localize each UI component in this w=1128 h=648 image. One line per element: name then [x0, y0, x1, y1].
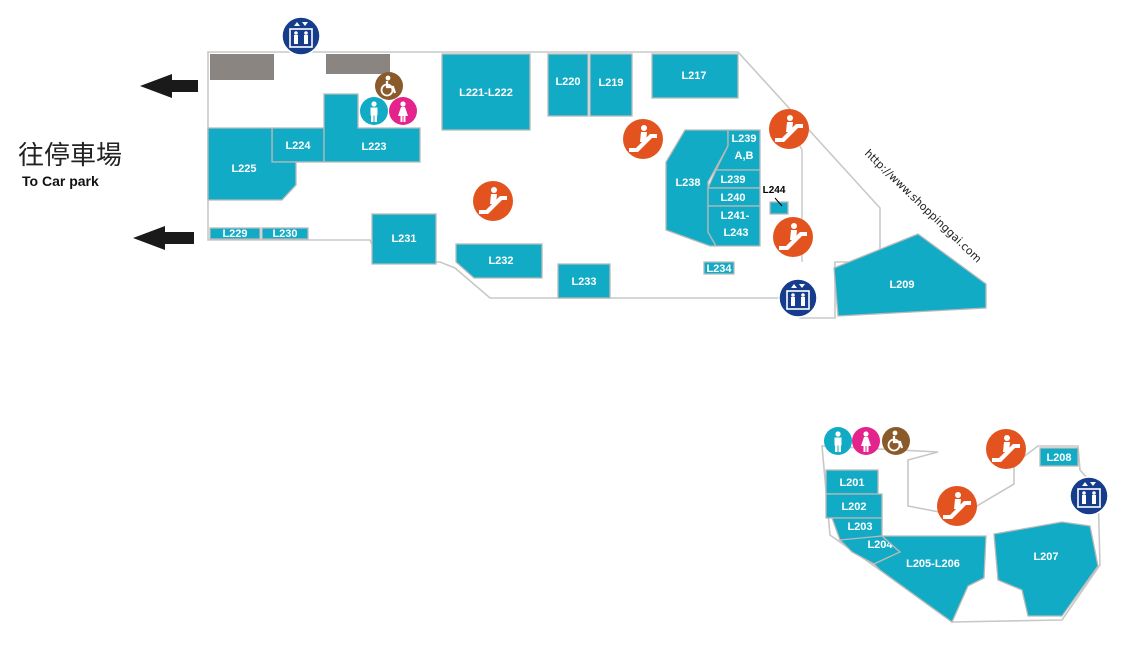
- shop-l241-l243-label-1: L241-: [721, 210, 750, 222]
- female-toilet-icon: [852, 427, 880, 455]
- lift-icon[interactable]: [1069, 476, 1109, 516]
- shop-l225-label: L225: [231, 163, 256, 175]
- shop-l208-label: L208: [1046, 452, 1071, 464]
- shop-l230-label: L230: [272, 228, 297, 240]
- male-toilet-icon: [360, 97, 388, 125]
- shop-l233-label: L233: [571, 276, 596, 288]
- shop-l240-label: L240: [720, 192, 745, 204]
- shop-l230[interactable]: [261, 227, 309, 240]
- shop-l232-label: L232: [488, 255, 513, 267]
- arrow-left-icon: [140, 74, 198, 98]
- escalator-icon[interactable]: [473, 181, 513, 221]
- shop-l244[interactable]: [769, 201, 789, 215]
- shop-l209[interactable]: [833, 233, 987, 317]
- shop-l207-label: L207: [1033, 551, 1058, 563]
- shop-l209-label: L209: [889, 279, 914, 291]
- shop-l244-label: L244: [763, 185, 786, 196]
- shop-l223-label: L223: [361, 141, 386, 153]
- shop-l239-ab-label-2: A,B: [735, 150, 754, 162]
- service-area-left: [210, 54, 274, 80]
- escalator-icon[interactable]: [769, 109, 809, 149]
- arrow-left-icon: [133, 226, 194, 250]
- shop-l223[interactable]: [323, 93, 421, 163]
- shop-l231-label: L231: [391, 233, 416, 245]
- shop-l221-l222-label: L221-L222: [459, 87, 513, 99]
- escalator-icon[interactable]: [937, 486, 977, 526]
- shop-l217-label: L217: [681, 70, 706, 82]
- shop-l229[interactable]: [209, 227, 261, 240]
- shop-l234-label: L234: [706, 263, 732, 275]
- shop-l205-l206[interactable]: [872, 535, 987, 623]
- shop-l229-label: L229: [222, 228, 247, 240]
- accessible-toilet-icon: [373, 70, 405, 102]
- accessible-toilet-icon: [880, 425, 912, 457]
- shop-l225[interactable]: [207, 127, 297, 201]
- shop-l219-label: L219: [598, 77, 623, 89]
- shop-l233[interactable]: [557, 263, 611, 299]
- shop-l234[interactable]: [703, 261, 735, 275]
- shop-l239-label: L239: [720, 174, 745, 186]
- shop-l202-label: L202: [841, 501, 866, 513]
- shop-l217[interactable]: [651, 53, 739, 99]
- escalator-icon[interactable]: [623, 119, 663, 159]
- shop-l238-label: L238: [675, 177, 700, 189]
- shop-l241-l243-label-2: L243: [723, 227, 748, 239]
- shop-l205-l206-label: L205-L206: [906, 558, 960, 570]
- shop-l239-ab-label-1: L239: [731, 133, 756, 145]
- shop-l221-l222[interactable]: [441, 53, 531, 131]
- shop-l220[interactable]: [547, 53, 589, 117]
- shop-l224-label: L224: [285, 140, 311, 152]
- shop-l207[interactable]: [993, 521, 1099, 617]
- shop-l219[interactable]: [589, 53, 633, 117]
- car-park-cjk-label: 往停車場: [18, 141, 122, 171]
- service-area-right: [326, 54, 390, 74]
- shop-l201-label: L201: [839, 477, 864, 489]
- shop-l232[interactable]: [455, 243, 543, 279]
- shop-l231[interactable]: [371, 213, 437, 265]
- shop-l241-l243[interactable]: [707, 205, 761, 247]
- car-park-en-label: To Car park: [22, 173, 99, 189]
- shop-l201[interactable]: [825, 469, 879, 495]
- male-toilet-icon: [824, 427, 852, 455]
- lift-icon[interactable]: [281, 16, 321, 56]
- female-toilet-icon: [389, 97, 417, 125]
- lift-icon[interactable]: [778, 278, 818, 318]
- escalator-icon[interactable]: [773, 217, 813, 257]
- shop-l202[interactable]: [825, 493, 883, 519]
- shop-l204-label: L204: [867, 539, 893, 551]
- escalator-icon[interactable]: [986, 429, 1026, 469]
- shop-l203-label: L203: [847, 521, 872, 533]
- shop-l208[interactable]: [1039, 447, 1079, 467]
- shop-l244-pointer: [774, 197, 783, 207]
- shop-l220-label: L220: [555, 76, 580, 88]
